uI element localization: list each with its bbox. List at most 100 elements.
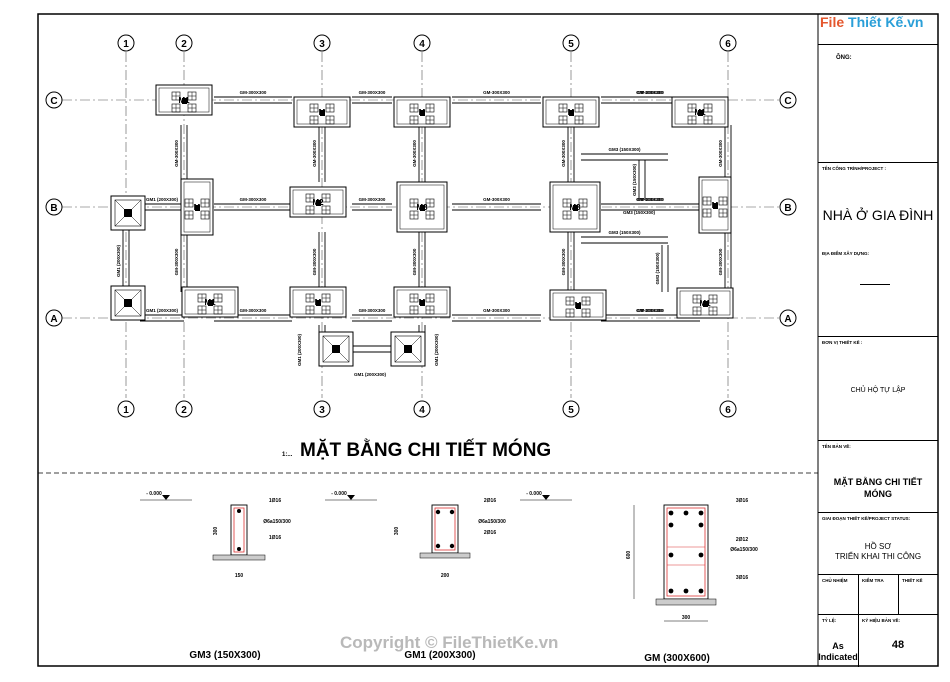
project-label: TÊN CÔNG TRÌNH/PROJECT :: [822, 166, 887, 171]
footing-label: M: [568, 108, 575, 117]
axis-bubble-bottom: [562, 400, 580, 418]
column-stub: [573, 205, 578, 211]
drawing-title: MẶT BẰNG CHI TIẾT MÓNG: [300, 439, 551, 461]
footing-label: M: [419, 108, 426, 117]
footing-pad-inner: [674, 99, 726, 125]
tie-beam-label: GM1 (200X300): [354, 372, 387, 377]
axis-label-bottom: 5: [568, 405, 574, 416]
footing-label: M: [712, 201, 719, 210]
tie-beam-label: GM-300X300: [359, 197, 386, 202]
footing-pad: [671, 96, 729, 128]
tie-beam-label: GM1 (200X300): [146, 197, 179, 202]
designer-name: CHỦ HỘ TỰ LẬP: [850, 387, 906, 394]
footing-label: M1: [204, 298, 216, 307]
dim-label: 300: [213, 527, 219, 536]
tie-beam-label: GM-300X300: [412, 248, 417, 275]
axis-label-top: 2: [181, 39, 187, 50]
rebar-label: 2Ø16: [484, 530, 496, 536]
tie-beam-label: GM1 (200X300): [434, 333, 439, 366]
column-stub: [698, 110, 703, 116]
lean-concrete: [419, 552, 471, 559]
axis-bubble-bottom: [313, 400, 331, 418]
footing-label: M: [419, 298, 426, 307]
rebar: [698, 510, 704, 516]
axis-label-bottom: 2: [181, 405, 187, 416]
tie-beam-label: GM-300X300: [483, 308, 510, 313]
check-label: KIỂM TRA: [862, 578, 884, 583]
stage-line2: TRIỂN KHAI THI CÔNG: [834, 552, 922, 561]
footing-label: M: [315, 298, 322, 307]
location-label: ĐỊA ĐIỂM XÂY DỰNG:: [822, 251, 869, 256]
drawing-scale-prefix: 1:...: [282, 452, 293, 458]
rebar-label: 3Ø16: [736, 498, 748, 504]
footing-pad-inner: [545, 99, 597, 125]
footing-pad-inner: [552, 292, 604, 318]
axis-label-bottom: 3: [319, 405, 325, 416]
signature-cell: CHỦ NHIỆM KIỂM TRA THIẾT KẾ: [818, 574, 938, 615]
lean-concrete: [655, 598, 717, 606]
tie-beam-label: GM-300X300: [561, 248, 566, 275]
footing-pad-inner: [679, 290, 731, 316]
rebar: [435, 543, 441, 549]
pile-cap-inner: [114, 199, 142, 227]
pile-cap-core: [404, 345, 412, 353]
tie-beam-label: GM1 (200X300): [146, 308, 179, 313]
tie-beam-label: GM-300X300: [359, 308, 386, 313]
tie-beam-label: GM-300X300: [412, 140, 417, 167]
axis-bubble-bottom: [117, 400, 135, 418]
tie-beam-label: GM-300X300: [637, 308, 664, 313]
axis-label-row: A: [784, 314, 791, 325]
axis-label-top: 1: [123, 39, 129, 50]
rebar: [668, 588, 674, 594]
tie-beam-label: GM-300X300: [312, 140, 317, 167]
pile-cap-core: [332, 345, 340, 353]
footing-label: M3: [569, 203, 581, 212]
rebar-label: Ø6a150/300: [478, 519, 506, 525]
stirrup: [434, 507, 456, 551]
stirrup: [233, 507, 245, 553]
section-title: GM1 (200X300): [404, 650, 475, 661]
rebar: [698, 522, 704, 528]
stage-line1: HỒ SƠ: [864, 542, 892, 551]
stirrup: [666, 507, 706, 597]
scale-value-1: As: [832, 641, 844, 651]
rebar: [449, 543, 455, 549]
dim-label: 300: [682, 615, 691, 621]
dim-label: 150: [235, 573, 244, 579]
level-mark: [542, 495, 550, 500]
axis-label-row: C: [50, 96, 57, 107]
copyright-watermark: Copyright © FileThietKe.vn: [340, 633, 559, 652]
column-stub: [420, 300, 425, 306]
tie-beam-label: GM-300X300: [637, 197, 664, 202]
axis-label-bottom: 4: [419, 405, 425, 416]
footing-pad-inner: [552, 184, 598, 230]
axis-bubble-top: [719, 34, 737, 52]
tie-beam-label: GM3 (150X300): [632, 163, 637, 196]
axis-bubble-row: [779, 198, 797, 216]
lean-concrete: [212, 554, 266, 561]
rebar: [237, 547, 241, 551]
scale-label: TỶ LỆ:: [822, 618, 837, 623]
axis-bubble-row: [45, 91, 63, 109]
rebar: [698, 552, 704, 558]
rebar-label: 1Ø16: [269, 498, 281, 504]
owner-label: ÔNG:: [836, 55, 852, 61]
footing-pad-inner: [396, 289, 448, 315]
column-stub: [195, 205, 200, 211]
level-label: - 0.000: [526, 491, 542, 497]
column-stub: [713, 203, 718, 209]
sheetno-label: KÝ HIỆU BẢN VẼ:: [862, 618, 901, 623]
footing-pad-inner: [158, 87, 210, 113]
axis-bubble-row: [45, 198, 63, 216]
column-stub: [320, 110, 325, 116]
dim-label: 600: [626, 551, 632, 560]
tie-beam-label: GM3 (150X300): [608, 230, 641, 235]
designer-cell: ĐƠN VỊ THIẾT KẾ : CHỦ HỘ TỰ LẬP: [818, 336, 938, 441]
rebar-label: Ø6a150/300: [263, 519, 291, 525]
rebar: [683, 510, 689, 516]
level-mark: [347, 495, 355, 500]
level-label: - 0.000: [146, 491, 162, 497]
